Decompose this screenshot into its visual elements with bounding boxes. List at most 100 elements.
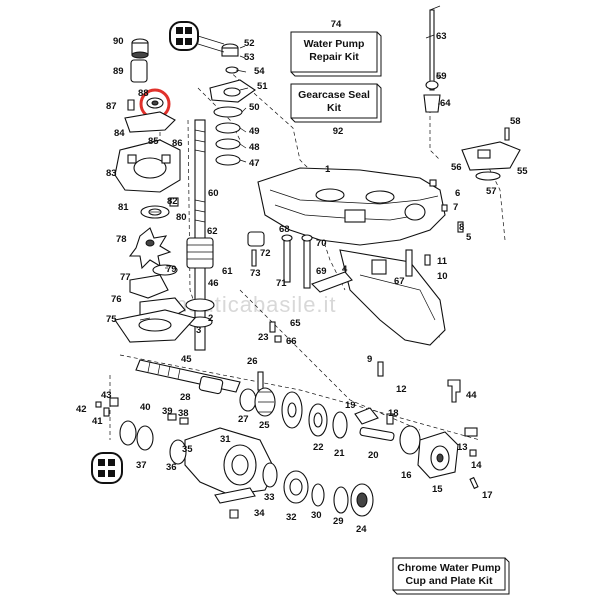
callout-number: 80	[176, 212, 187, 223]
callout-number: 66	[286, 336, 297, 347]
kit-water-pump-number: 74	[331, 19, 342, 30]
kit-gearcase-seal-number: 92	[333, 126, 344, 137]
callout-number: 5	[466, 232, 472, 243]
callout-number: 27	[238, 414, 249, 425]
callout-number: 64	[440, 98, 451, 109]
callout-number: 85	[148, 136, 159, 147]
callout-number: 44	[466, 390, 477, 401]
callout-number: 87	[106, 101, 117, 112]
callout-number: 65	[290, 318, 301, 329]
callout-number: 73	[250, 268, 261, 279]
callout-number: 50	[249, 102, 260, 113]
callout-number: 77	[120, 272, 131, 283]
callout-number: 46	[208, 278, 219, 289]
callout-number: 52	[244, 38, 255, 49]
callout-number: 69	[316, 266, 327, 277]
leader-lines	[139, 34, 443, 321]
kit-water-pump-line2: Repair Kit	[309, 51, 359, 63]
callout-number: 48	[249, 142, 260, 153]
callout-number: 4	[342, 264, 348, 275]
callout-number: 2	[208, 313, 213, 324]
callout-number: 84	[114, 128, 125, 139]
callout-number: 61	[222, 266, 233, 277]
callout-number: 60	[208, 188, 219, 199]
drive-shaft	[185, 119, 215, 351]
callout-number: 24	[356, 524, 367, 535]
callout-number: 10	[437, 271, 448, 282]
callout-number: 75	[106, 314, 117, 325]
water-pump-assembly	[114, 38, 197, 343]
callout-number: 88	[138, 88, 149, 99]
callout-number: 36	[166, 462, 177, 473]
callout-number: 43	[101, 390, 112, 401]
callout-number: 32	[286, 512, 297, 523]
kit-gearcase-seal-line2: Kit	[327, 102, 342, 114]
callout-number: 86	[172, 138, 183, 149]
kit-symbol-icon	[169, 21, 199, 51]
callout-number: 71	[276, 278, 287, 289]
gearcase-housing	[257, 167, 446, 346]
callout-number: 41	[92, 416, 103, 427]
callout-number: 23	[258, 332, 269, 343]
callout-number: 31	[220, 434, 231, 445]
callout-number: 83	[106, 168, 117, 179]
callout-number: 16	[401, 470, 412, 481]
kit-box-gearcase-seal: Gearcase Seal Kit 92	[290, 83, 382, 137]
callout-number: 38	[178, 408, 189, 419]
callout-number: 62	[207, 226, 218, 237]
callout-number: 56	[451, 162, 462, 173]
callout-number: 11	[437, 256, 448, 267]
kit-water-pump-line1: Water Pump	[304, 38, 365, 50]
callout-number: 3	[196, 325, 201, 336]
callout-number: 17	[482, 490, 493, 501]
callout-number: 34	[254, 508, 265, 519]
callout-number: 45	[181, 354, 192, 365]
kit-chrome-line1: Chrome Water Pump	[397, 562, 500, 574]
callout-number: 82	[167, 196, 178, 207]
callout-number: 59	[436, 71, 447, 82]
callout-number: 22	[313, 442, 324, 453]
callout-number: 79	[166, 264, 177, 275]
callout-number: 37	[136, 460, 147, 471]
callout-number: 81	[118, 202, 129, 213]
callout-number: 70	[316, 238, 327, 249]
callout-number: 54	[254, 66, 265, 77]
callout-number: 49	[249, 126, 260, 137]
callout-number: 8	[459, 222, 464, 233]
callout-number: 13	[457, 442, 468, 453]
callout-number: 42	[76, 404, 87, 415]
callout-number: 40	[140, 402, 151, 413]
kit-box-chrome-water-pump: Chrome Water Pump Cup and Plate Kit	[392, 557, 510, 595]
callout-number: 78	[116, 234, 127, 245]
callout-number: 14	[471, 460, 482, 471]
callout-number: 26	[247, 356, 258, 367]
callout-number: 9	[367, 354, 372, 365]
callout-number: 15	[432, 484, 443, 495]
callout-number: 63	[436, 31, 447, 42]
callout-number: 33	[264, 492, 275, 503]
callout-number: 51	[257, 81, 268, 92]
callout-number: 53	[244, 52, 255, 63]
callout-number: 21	[334, 448, 345, 459]
callout-number: 68	[279, 224, 290, 235]
kit-gearcase-seal-line1: Gearcase Seal	[298, 89, 370, 101]
kit-chrome-line2: Cup and Plate Kit	[406, 575, 493, 587]
callout-number: 18	[388, 408, 399, 419]
callout-number: 6	[455, 188, 460, 199]
lower-gear-components	[95, 359, 479, 519]
kit-box-water-pump: Water Pump Repair Kit 74	[290, 19, 382, 77]
callout-number: 12	[396, 384, 407, 395]
callout-number: 39	[162, 406, 173, 417]
callout-number: 72	[260, 248, 271, 259]
callout-number: 30	[311, 510, 322, 521]
callout-number: 1	[325, 164, 331, 175]
callout-number: 90	[113, 36, 124, 47]
callout-number: 57	[486, 186, 497, 197]
callout-number: 20	[368, 450, 379, 461]
middle-components	[247, 179, 464, 377]
callout-number: 58	[510, 116, 521, 127]
callout-number: 29	[333, 516, 344, 527]
callout-number: 28	[180, 392, 191, 403]
callout-number: 35	[182, 444, 193, 455]
